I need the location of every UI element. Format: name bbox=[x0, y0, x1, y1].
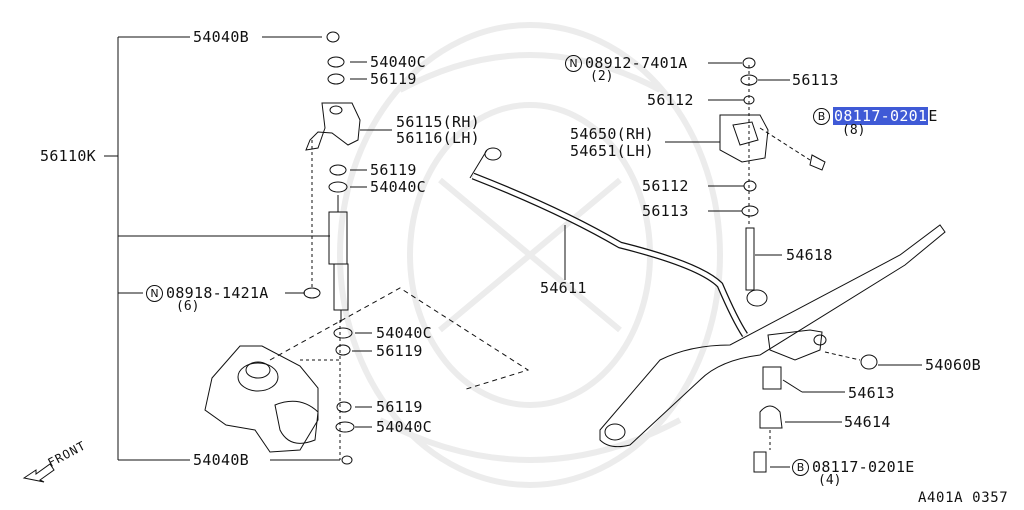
part-08918-1421A[interactable]: 08918-1421A bbox=[166, 284, 269, 302]
selected-part-highlight[interactable]: 08117-0201 bbox=[833, 107, 929, 125]
knuckle-housing bbox=[204, 287, 530, 453]
part-54618[interactable]: 54618 bbox=[786, 246, 833, 264]
top-mount-bracket bbox=[305, 102, 361, 151]
part-54040C-1[interactable]: 54040C bbox=[370, 53, 426, 71]
part-54040C-4[interactable]: 54040C bbox=[376, 418, 432, 436]
part-54650[interactable]: 54650(RH) bbox=[570, 125, 654, 143]
part-08912-qty: (2) bbox=[590, 69, 614, 84]
control-arm bbox=[599, 224, 946, 448]
part-54040C-2[interactable]: 54040C bbox=[370, 178, 426, 196]
part-56113-bottom[interactable]: 56113 bbox=[642, 202, 689, 220]
part-08912-7401A[interactable]: 08912-7401A bbox=[585, 54, 688, 72]
shock-absorber bbox=[311, 140, 349, 460]
part-54611[interactable]: 54611 bbox=[540, 279, 587, 297]
part-56115[interactable]: 56115(RH) bbox=[396, 113, 480, 131]
nut-marker-icon: N bbox=[565, 55, 582, 72]
stabilizer-bar bbox=[469, 147, 748, 337]
part-56119-4[interactable]: 56119 bbox=[376, 398, 423, 416]
nut-marker-icon: N bbox=[146, 285, 163, 302]
part-56112-top[interactable]: 56112 bbox=[647, 91, 694, 109]
bolt-marker-icon: B bbox=[792, 459, 809, 476]
leaders-right bbox=[708, 62, 922, 468]
watermark-emblem bbox=[337, 22, 723, 488]
bracket-56110K bbox=[104, 36, 340, 461]
part-54040B-top[interactable]: 54040B bbox=[193, 28, 249, 46]
leaders-left bbox=[350, 61, 392, 428]
part-08117-0201E-bottom[interactable]: 08117-0201E bbox=[812, 458, 915, 476]
part-08117-top-qty: (8) bbox=[842, 123, 866, 138]
washers-left bbox=[303, 31, 355, 465]
right-mount-bracket bbox=[665, 114, 826, 171]
part-56119-1[interactable]: 56119 bbox=[370, 70, 417, 88]
bolt-marker-icon: B bbox=[813, 108, 830, 125]
part-54613[interactable]: 54613 bbox=[848, 384, 895, 402]
part-08918-qty: (6) bbox=[176, 299, 200, 314]
link-rod bbox=[740, 57, 782, 307]
part-08117-suffix: E bbox=[928, 107, 938, 125]
part-56110K[interactable]: 56110K bbox=[40, 147, 96, 165]
part-56112-bottom[interactable]: 56112 bbox=[642, 177, 689, 195]
part-56116[interactable]: 56116(LH) bbox=[396, 129, 480, 147]
diagram-code: A401A 0357 bbox=[918, 490, 1009, 506]
part-08117-bottom-qty: (4) bbox=[818, 473, 842, 488]
part-56119-2[interactable]: 56119 bbox=[370, 161, 417, 179]
front-arrow-icon bbox=[22, 463, 55, 483]
part-54614[interactable]: 54614 bbox=[844, 413, 891, 431]
part-54040B-bottom[interactable]: 54040B bbox=[193, 451, 249, 469]
part-08117-0201E-top[interactable]: 08117-0201E bbox=[833, 107, 938, 125]
part-54060B[interactable]: 54060B bbox=[925, 356, 981, 374]
part-56119-3[interactable]: 56119 bbox=[376, 342, 423, 360]
part-54651[interactable]: 54651(LH) bbox=[570, 142, 654, 160]
bushing-clamp bbox=[753, 351, 878, 473]
part-56113-top[interactable]: 56113 bbox=[792, 71, 839, 89]
part-54040C-3[interactable]: 54040C bbox=[376, 324, 432, 342]
